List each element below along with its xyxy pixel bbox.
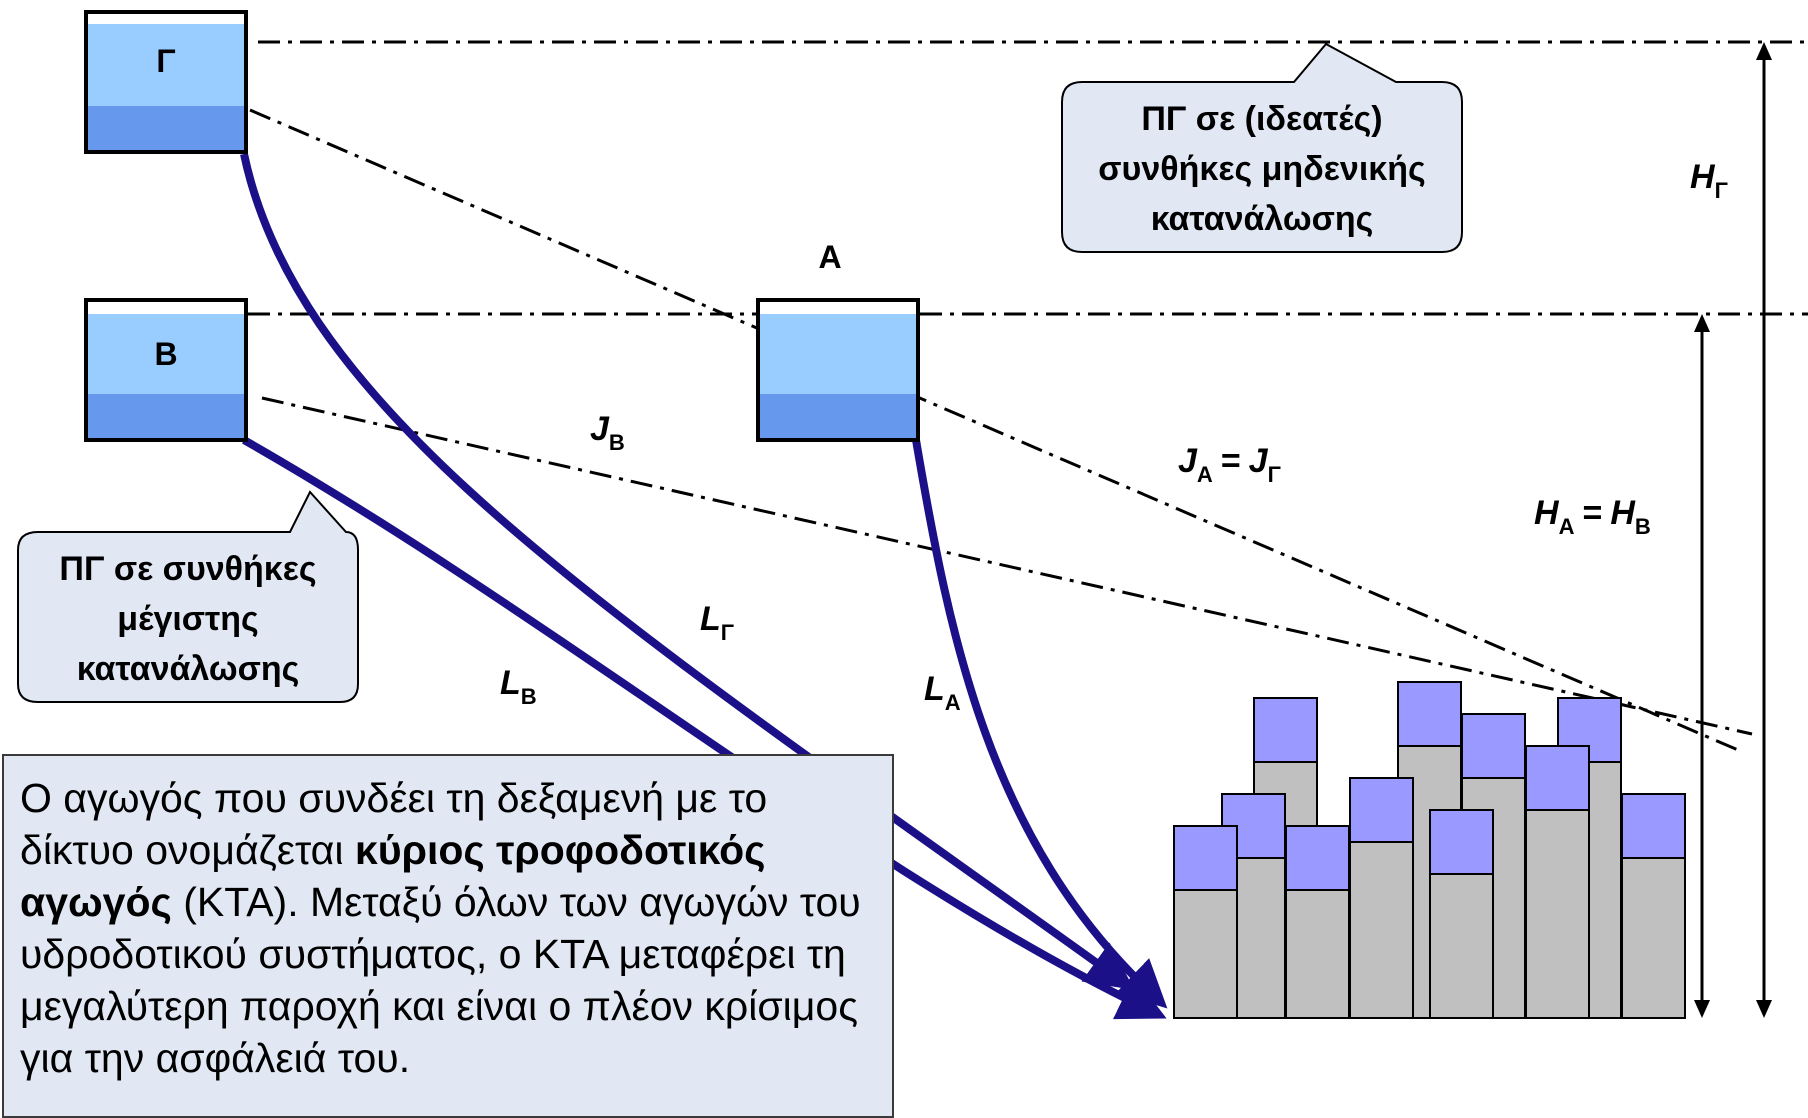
callout-zero-line2: συνθήκες μηδενικής [1098, 150, 1425, 188]
tank-gamma [84, 10, 248, 154]
description-bold: κύριος τροφοδοτικός αγωγός [20, 827, 766, 925]
height-arrow-alpha-beta [1694, 314, 1710, 1018]
tank-alpha-label: Α [818, 239, 841, 275]
label-j-alpha-gamma: JΑ=JΓ [1178, 442, 1281, 487]
callout-zero-consumption: ΠΓ σε (ιδεατές) συνθήκες μηδενικής καταν… [1061, 42, 1463, 253]
pipe-beta [242, 436, 1167, 1020]
hgl-gamma-alpha [249, 108, 1739, 752]
hgl-beta [261, 396, 1753, 736]
description-text-1: Ο αγωγός που συνδέει τη δεξαμενή με το δ… [20, 775, 768, 873]
pipe-gamma [240, 153, 1135, 991]
callout-max-line2: μέγιστης [117, 600, 258, 638]
description-text-2: (ΚΤΑ). Μεταξύ όλων των αγωγών του υδροδο… [20, 879, 861, 1081]
pipe-alpha [912, 439, 1168, 1009]
label-h-alpha-beta: HΑ=HΒ [1534, 494, 1651, 539]
callout-zero-line3: κατανάλωσης [1151, 200, 1374, 238]
label-l-alpha: LΑ [924, 670, 961, 715]
label-l-beta: LΒ [500, 664, 537, 709]
callout-zero-line1: ΠΓ σε (ιδεατές) [1141, 100, 1382, 138]
label-l-gamma: LΓ [700, 600, 734, 645]
label-j-beta: JΒ [590, 410, 625, 455]
network-buildings [1173, 681, 1686, 1019]
tank-alpha [756, 298, 920, 442]
description-box: Ο αγωγός που συνδέει τη δεξαμενή με το δ… [2, 754, 894, 1118]
tank-beta [84, 298, 248, 442]
callout-max-line3: κατανάλωσης [77, 650, 300, 688]
tank-gamma-label: Γ [156, 43, 175, 79]
callout-max-consumption: ΠΓ σε συνθήκες μέγιστης κατανάλωσης [17, 490, 359, 703]
height-arrow-gamma [1756, 42, 1772, 1018]
callout-max-line1: ΠΓ σε συνθήκες [59, 550, 316, 588]
label-h-gamma: HΓ [1690, 158, 1728, 203]
tank-beta-label: Β [154, 336, 177, 372]
